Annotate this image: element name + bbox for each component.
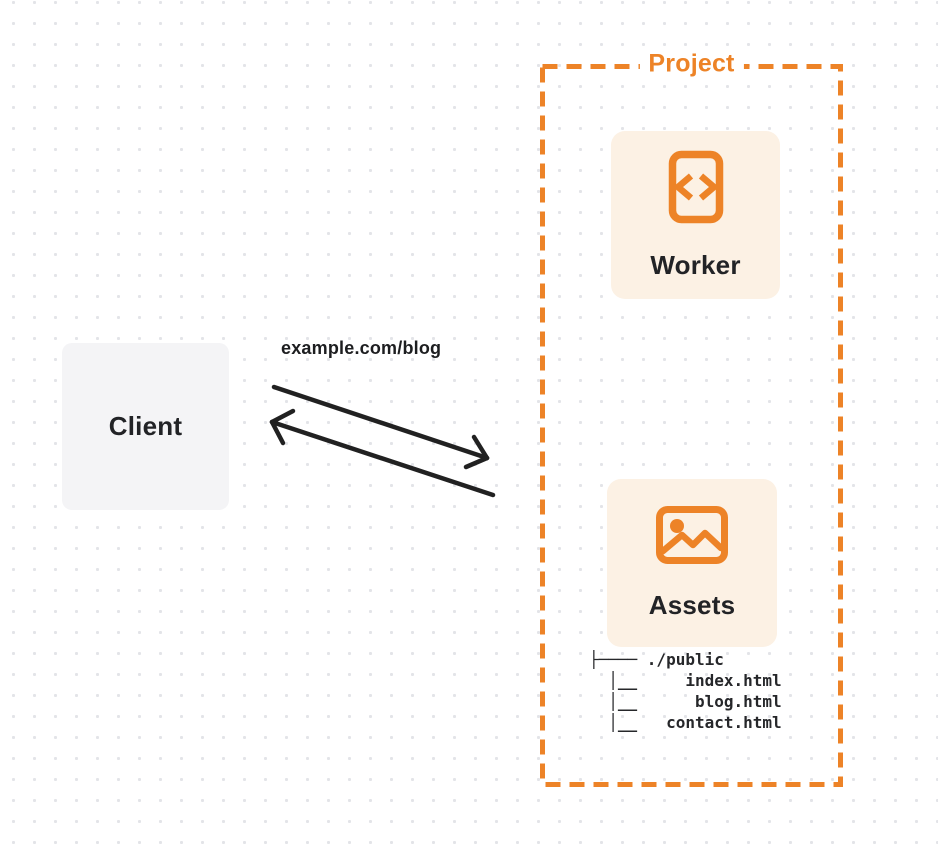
- code-brackets-icon: [668, 150, 724, 224]
- assets-label: Assets: [648, 589, 736, 620]
- client-label: Client: [108, 411, 183, 441]
- project-container: Project Worker Assets: [540, 49, 843, 787]
- request-arrow: [271, 384, 490, 470]
- request-url-label: example.com/blog: [281, 338, 442, 358]
- client-node: Client: [62, 343, 229, 510]
- assets-card: Assets: [607, 479, 777, 647]
- response-arrow: [269, 408, 496, 498]
- project-title: Project: [639, 49, 744, 79]
- image-icon: [656, 505, 728, 564]
- assets-file-tree: ├──── ./public │__ index.html │__ blog.h…: [589, 650, 782, 732]
- worker-card: Worker: [611, 131, 780, 299]
- worker-label: Worker: [650, 249, 741, 280]
